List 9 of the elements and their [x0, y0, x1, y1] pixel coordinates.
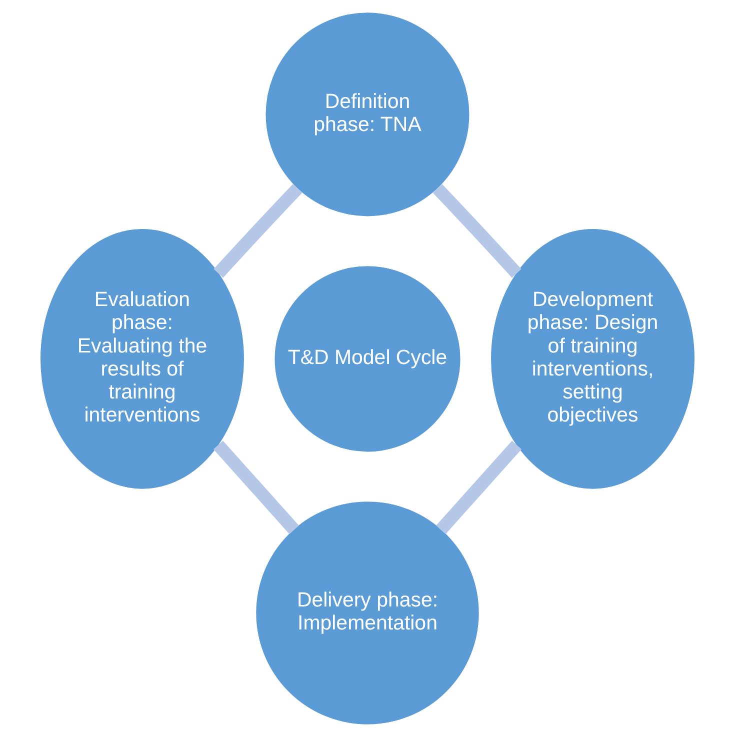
node-ellipse: Evaluation phase: Evaluating the results of training interventions [40, 229, 244, 489]
connector [432, 184, 521, 278]
node-circle: T&D Model Cycle [274, 266, 460, 452]
node-ellipse: Development phase: Design of training interventions, setting objectives [490, 229, 694, 489]
connector [436, 440, 522, 534]
connector [212, 440, 298, 534]
node-circle: Definition phase: TNA [265, 12, 469, 216]
node-circle: Delivery phase: Implementation [256, 502, 478, 724]
connector [213, 184, 302, 278]
